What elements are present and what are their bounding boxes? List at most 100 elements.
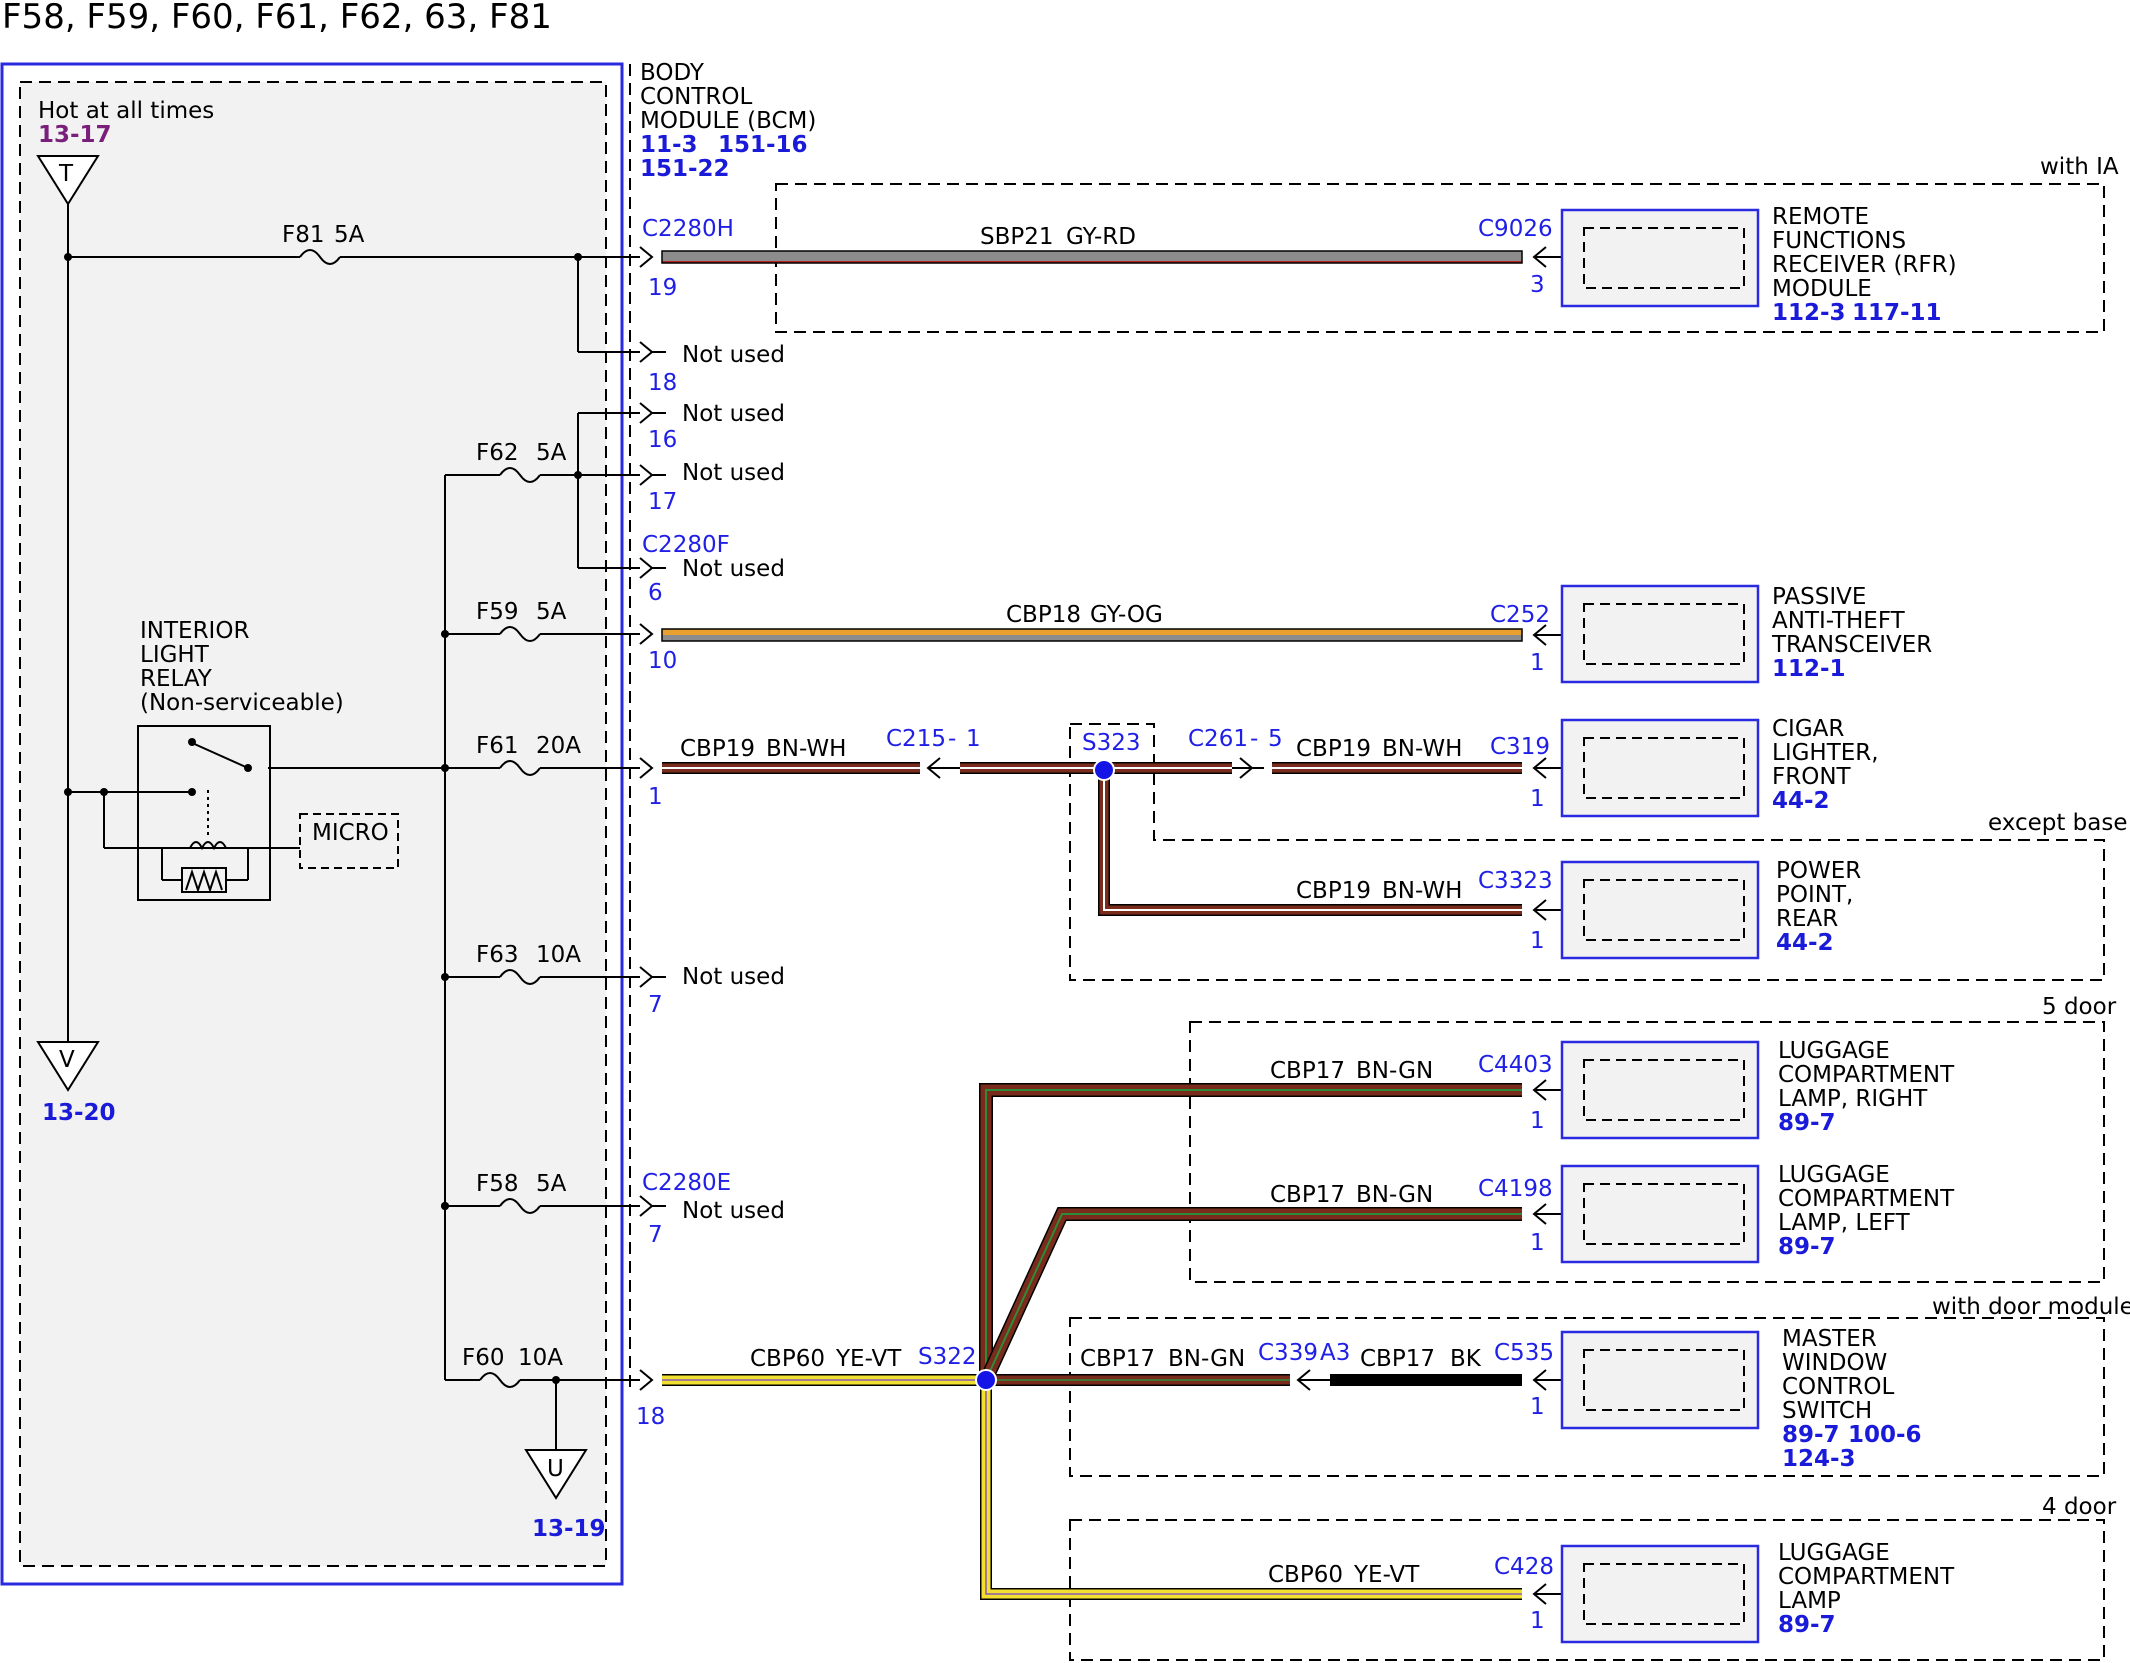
relay-name-4: (Non-serviceable) xyxy=(140,690,344,716)
component-ref[interactable]: 124-3 xyxy=(1782,1446,1856,1472)
component-rfr-module[interactable] xyxy=(1560,208,1760,308)
wire-label: CBP19 xyxy=(680,736,755,762)
terminal-u-ref[interactable]: 13-19 xyxy=(532,1516,606,1542)
component-ref[interactable]: 112-3 xyxy=(1772,300,1846,326)
wire-label: CBP60 xyxy=(1268,1562,1343,1588)
component-connector[interactable]: C319 xyxy=(1490,734,1550,760)
relay-name-1: INTERIOR xyxy=(140,618,249,644)
wire-label: CBP17 xyxy=(1360,1346,1435,1372)
component-ref[interactable]: 89-7 xyxy=(1778,1110,1836,1136)
component-pats[interactable] xyxy=(1560,584,1760,684)
component-ref[interactable]: 89-7 xyxy=(1782,1422,1840,1448)
bcm-connector[interactable]: C2280F xyxy=(642,532,730,558)
fuse-rating: 5A xyxy=(536,1171,567,1197)
component-name: ANTI-THEFT xyxy=(1772,608,1906,634)
component-ref[interactable]: 44-2 xyxy=(1776,930,1834,956)
bcm-fuse-panel xyxy=(19,81,607,1567)
component-master-window-switch[interactable] xyxy=(1560,1330,1760,1430)
component-connector[interactable]: C9026 xyxy=(1478,216,1553,242)
not-used-label: Not used xyxy=(682,401,785,427)
component-connector[interactable]: C535 xyxy=(1494,1340,1554,1366)
wire-sbp21-gy-rd xyxy=(661,250,1523,264)
not-used-label: Not used xyxy=(682,460,785,486)
component-name: LAMP, RIGHT xyxy=(1778,1086,1928,1112)
component-ref[interactable]: 44-2 xyxy=(1772,788,1830,814)
pin-number: 17 xyxy=(648,489,677,515)
fuse-name: F62 xyxy=(476,440,519,466)
splice-s322[interactable] xyxy=(975,1369,997,1391)
wire-label: CBP19 xyxy=(1296,878,1371,904)
svg-text:U: U xyxy=(547,1456,564,1482)
component-luggage-lamp-right[interactable] xyxy=(1560,1040,1760,1140)
terminal-t: T xyxy=(36,155,100,206)
component-connector[interactable]: C428 xyxy=(1494,1554,1554,1580)
option-label: except base xyxy=(1988,810,2128,836)
splice-label: S323 xyxy=(1082,730,1141,756)
component-connector[interactable]: C3323 xyxy=(1478,868,1553,894)
component-connector[interactable]: C252 xyxy=(1490,602,1550,628)
inline-connector-sep: - xyxy=(1306,1340,1314,1366)
option-label: with IA xyxy=(2040,154,2119,180)
wire-label: GY-RD xyxy=(1066,224,1136,250)
wire-label: CBP60 xyxy=(750,1346,825,1372)
component-cigar-lighter[interactable] xyxy=(1560,718,1760,818)
bcm-connector[interactable]: C2280E xyxy=(642,1170,731,1196)
component-connector[interactable]: C4403 xyxy=(1478,1052,1553,1078)
bcm-ref[interactable]: 151-22 xyxy=(640,156,730,182)
pin-number: 1 xyxy=(1530,1230,1545,1256)
inline-pin: A3 xyxy=(1320,1340,1350,1366)
inline-connector[interactable]: C261 xyxy=(1188,726,1248,752)
component-ref[interactable]: 89-7 xyxy=(1778,1234,1836,1260)
component-name: MODULE xyxy=(1772,276,1872,302)
bcm-name-2: CONTROL xyxy=(640,84,753,110)
component-ref[interactable]: 117-11 xyxy=(1852,300,1942,326)
component-name: MASTER xyxy=(1782,1326,1877,1352)
micro-label: MICRO xyxy=(312,820,389,846)
wire-label: CBP17 xyxy=(1080,1346,1155,1372)
pin-number: 1 xyxy=(1530,786,1545,812)
wire-cbp18-gy-og xyxy=(661,628,1523,642)
wire-cbp17-bn-gn xyxy=(979,1083,1522,1386)
wire-label: BN-GN xyxy=(1168,1346,1245,1372)
bcm-ref[interactable]: 151-16 xyxy=(718,132,808,158)
component-luggage-lamp-left[interactable] xyxy=(1560,1164,1760,1264)
wire-label: BN-WH xyxy=(1382,878,1462,904)
wire-cbp60-ye-vt xyxy=(662,1374,1522,1600)
component-luggage-lamp[interactable] xyxy=(1560,1544,1760,1644)
pin-number: 16 xyxy=(648,427,677,453)
pin-number: 3 xyxy=(1530,272,1545,298)
hot-ref[interactable]: 13-17 xyxy=(38,122,112,148)
component-power-point[interactable] xyxy=(1560,860,1760,960)
inline-connector[interactable]: C215 xyxy=(886,726,946,752)
pin-number: 18 xyxy=(648,370,677,396)
component-name: TRANSCEIVER xyxy=(1771,632,1932,658)
component-ref[interactable]: 89-7 xyxy=(1778,1612,1836,1638)
wire-label: GY-OG xyxy=(1090,602,1163,628)
bcm-ref[interactable]: 11-3 xyxy=(640,132,698,158)
wire-label: YE-VT xyxy=(1353,1562,1420,1588)
component-name: LIGHTER, xyxy=(1772,740,1879,766)
pin-number: 10 xyxy=(648,648,677,674)
pin-number: 7 xyxy=(648,992,663,1018)
pin-number: 6 xyxy=(648,580,663,606)
terminal-v-ref[interactable]: 13-20 xyxy=(42,1100,116,1126)
pin-number: 1 xyxy=(1530,1394,1545,1420)
wire-label: CBP17 xyxy=(1270,1058,1345,1084)
component-name: CONTROL xyxy=(1782,1374,1895,1400)
component-ref[interactable]: 100-6 xyxy=(1848,1422,1922,1448)
relay-name-3: RELAY xyxy=(140,666,213,692)
page-title: F58, F59, F60, F61, F62, 63, F81 xyxy=(2,0,552,37)
fuse-name: F81 xyxy=(282,222,325,248)
pin-number: 1 xyxy=(1530,1608,1545,1634)
splice-s323[interactable] xyxy=(1093,759,1115,781)
inline-connector[interactable]: C339 xyxy=(1258,1340,1318,1366)
component-name: WINDOW xyxy=(1782,1350,1887,1376)
wire-label: CBP19 xyxy=(1296,736,1371,762)
bcm-internal-wiring xyxy=(67,204,640,1450)
bcm-connector[interactable]: C2280H xyxy=(642,216,734,242)
component-name: POINT, xyxy=(1776,882,1853,908)
component-ref[interactable]: 112-1 xyxy=(1772,656,1846,682)
component-connector[interactable]: C4198 xyxy=(1478,1176,1553,1202)
fuse-name: F63 xyxy=(476,942,519,968)
wire-cbp19-bn-wh xyxy=(662,762,1522,916)
